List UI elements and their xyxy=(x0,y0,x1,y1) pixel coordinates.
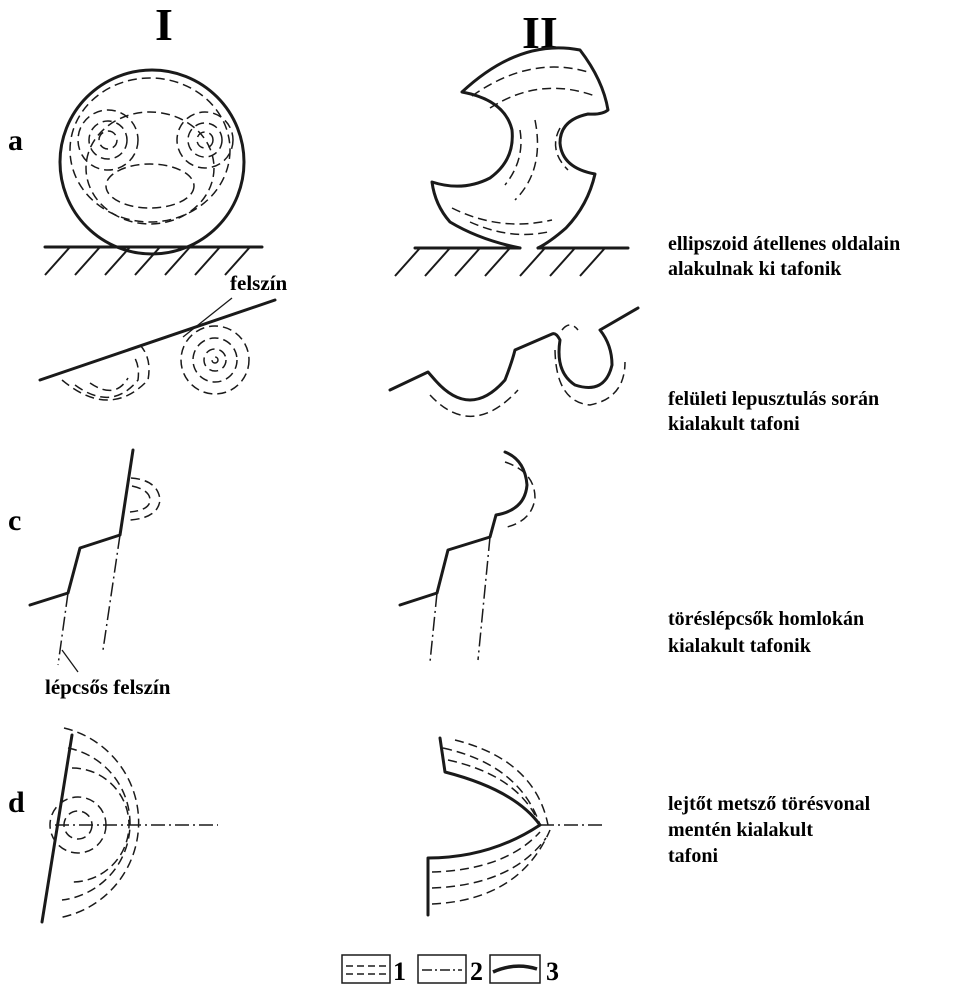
stepped-surface-label: lépcsős felszín xyxy=(45,675,171,699)
dashed-shell xyxy=(562,325,578,330)
row-label-a: a xyxy=(8,124,23,157)
description-c-line-2: kialakult tafonik xyxy=(668,635,812,657)
description-b-line-2: kialakult tafoni xyxy=(668,413,800,435)
row-d-col-II-fault-slope xyxy=(428,738,603,915)
dashed-shell xyxy=(212,357,218,363)
dashed-shell xyxy=(432,830,550,904)
description-d-line-1: lejtőt metsző törésvonal xyxy=(668,793,871,815)
dashed-shell xyxy=(86,112,214,224)
row-b-col-II-surface-tafoni xyxy=(390,308,638,416)
dashed-shell xyxy=(452,208,552,224)
legend-swatch-box xyxy=(418,955,466,983)
legend-swatch-box xyxy=(342,955,390,983)
legend-number-1: 1 xyxy=(393,957,406,986)
description-a: ellipszoid átellenes oldalain alakulnak … xyxy=(668,233,900,280)
description-d-line-2: mentén kialakult xyxy=(668,819,813,841)
dashed-shell xyxy=(106,164,194,208)
description-d: lejtőt metsző törésvonal mentén kialakul… xyxy=(668,793,871,867)
dashed-shell xyxy=(181,326,249,394)
ground-hatching xyxy=(395,248,605,276)
dash-dot-fault xyxy=(58,593,68,665)
stepped-surface-leader xyxy=(62,650,78,672)
legend-item-solid: 3 xyxy=(490,955,559,986)
dash-dot-fault xyxy=(478,537,490,660)
legend-solid-line xyxy=(493,966,537,972)
legend-item-dashed: 1 xyxy=(342,955,406,986)
dashed-shell xyxy=(490,88,595,108)
dashed-shell xyxy=(78,110,138,170)
tafoni-cavity-outline xyxy=(428,738,540,915)
dashed-shell xyxy=(204,349,226,371)
dashed-shell xyxy=(188,123,222,157)
row-d-col-I-fault-slope xyxy=(42,728,218,922)
row-label-d: d xyxy=(8,786,25,819)
dashed-shell xyxy=(130,478,160,520)
stepped-scarp-outline xyxy=(30,450,133,605)
row-label-c: c xyxy=(8,504,21,537)
dashed-shell xyxy=(503,462,535,528)
slope-line xyxy=(42,735,72,922)
dash-dot-fault xyxy=(103,535,120,650)
stepped-scarp-outline xyxy=(400,452,527,605)
dashed-shell xyxy=(90,378,128,390)
surface-label: felszín xyxy=(230,271,287,295)
row-b-col-I-surface: felszín xyxy=(40,271,287,400)
description-b-line-1: felületi lepusztulás során xyxy=(668,388,879,410)
dashed-shell xyxy=(193,338,237,382)
legend-number-2: 2 xyxy=(470,957,483,986)
legend-item-dash-dot: 2 xyxy=(418,955,483,986)
description-a-line-1: ellipszoid átellenes oldalain xyxy=(668,233,900,255)
description-b: felületi lepusztulás során kialakult taf… xyxy=(668,388,879,435)
row-a-col-I-sphere xyxy=(45,70,262,275)
dashed-shell xyxy=(432,832,540,872)
dashed-shell xyxy=(70,78,230,222)
dashed-shell xyxy=(99,131,117,149)
column-header-I: I xyxy=(155,0,173,50)
slope-surface-line xyxy=(40,300,275,380)
description-c: töréslépcsők homlokán kialakult tafonik xyxy=(668,608,864,657)
dash-dot-fault xyxy=(430,593,437,662)
description-a-line-2: alakulnak ki tafonik xyxy=(668,258,842,280)
row-c-col-I-fault-steps: lépcsős felszín xyxy=(30,450,171,699)
dashed-shell xyxy=(75,355,138,397)
description-d-line-3: tafoni xyxy=(668,845,718,867)
dashed-shell xyxy=(430,390,518,416)
dashed-shell xyxy=(177,112,233,168)
dashed-shell xyxy=(62,345,149,400)
row-c-col-II-fault-steps xyxy=(400,452,535,662)
eroded-surface-outline xyxy=(390,308,638,400)
row-a-col-II-hollowed xyxy=(395,48,628,276)
dashed-shell xyxy=(58,728,139,918)
ground-hatching xyxy=(45,247,250,275)
legend-number-3: 3 xyxy=(546,957,559,986)
dashed-shell xyxy=(197,132,213,148)
description-c-line-1: töréslépcsők homlokán xyxy=(668,608,864,630)
dashed-shell xyxy=(130,486,150,512)
legend: 1 2 3 xyxy=(342,955,559,986)
sphere-outline xyxy=(60,70,244,254)
